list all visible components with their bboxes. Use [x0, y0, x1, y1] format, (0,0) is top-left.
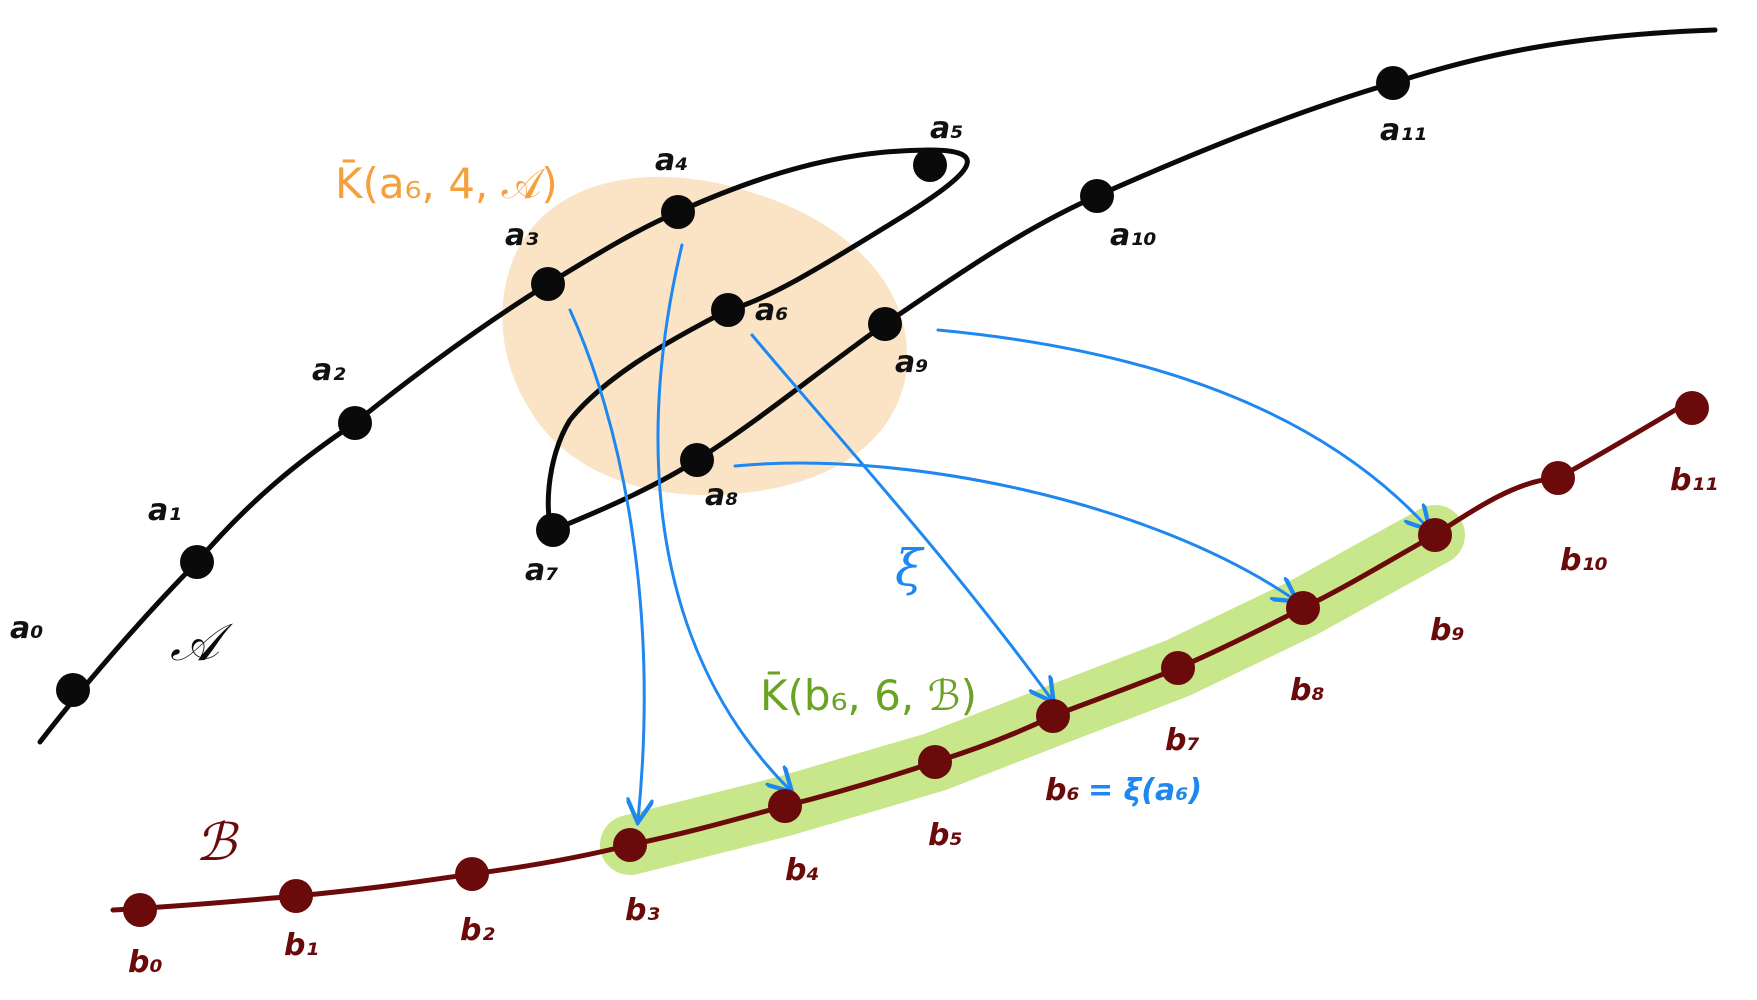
- point-a-11: [1376, 66, 1410, 100]
- point-b-11: [1675, 391, 1709, 425]
- point-b-8: [1286, 591, 1320, 625]
- label-b-0: b₀: [128, 945, 163, 980]
- point-a-6: [711, 293, 745, 327]
- label-b-10: b₁₀: [1560, 543, 1608, 578]
- point-a-0: [56, 673, 90, 707]
- label-a-10: a₁₀: [1110, 218, 1157, 253]
- point-b-10: [1541, 461, 1575, 495]
- point-a-8: [680, 443, 714, 477]
- point-a-7: [536, 513, 570, 547]
- curve-b-labels: b₀ b₁ b₂ b₃ b₄ b₅ b₆ b₇ b₈ b₉ b₁₀ b₁₁: [128, 463, 1718, 980]
- label-a-1: a₁: [148, 493, 181, 528]
- curve-b: [110, 397, 1695, 913]
- label-b-9: b₉: [1430, 613, 1465, 648]
- label-b-8: b₈: [1290, 673, 1325, 708]
- label-a-3: a₃: [505, 218, 538, 253]
- point-a-1: [180, 545, 214, 579]
- point-b-0: [123, 893, 157, 927]
- label-a-4: a₄: [655, 143, 688, 178]
- point-a-2: [338, 406, 372, 440]
- curve-a-name: 𝒜: [170, 613, 234, 673]
- region-a-label: K̄(a₆, 4, 𝒜): [335, 157, 558, 208]
- region-b-label: K̄(b₆, 6, ℬ): [760, 669, 977, 720]
- label-b-11: b₁₁: [1670, 463, 1718, 498]
- label-a-8: a₈: [705, 478, 738, 513]
- region-a-blob: [502, 176, 908, 496]
- label-a-6: a₆: [755, 293, 788, 328]
- point-b-1: [279, 879, 313, 913]
- curve-b-points: [123, 391, 1709, 927]
- map-arrow-a₄-b₄: [656, 243, 790, 790]
- map-arrow-a₆-b₆: [750, 333, 1052, 700]
- point-b-2: [455, 857, 489, 891]
- label-a-2: a₂: [312, 353, 345, 388]
- point-b-7: [1161, 651, 1195, 685]
- label-b-2: b₂: [460, 913, 495, 948]
- label-a-11: a₁₁: [1380, 113, 1427, 148]
- label-a-7: a₇: [525, 553, 558, 588]
- label-b-1: b₁: [284, 928, 319, 963]
- point-b-6: [1036, 699, 1070, 733]
- point-a-10: [1080, 179, 1114, 213]
- label-a-9: a₉: [895, 345, 928, 380]
- label-b-5: b₅: [928, 818, 963, 853]
- label-a-0: a₀: [10, 611, 43, 646]
- map-arrow-a₃-b₃: [568, 308, 644, 820]
- label-b-6: b₆: [1045, 773, 1080, 808]
- curve-a-labels: a₀ a₁ a₂ a₃ a₄ a₅ a₆ a₇ a₈ a₉ a₁₀ a₁₁: [10, 111, 1427, 646]
- point-b-5: [918, 745, 952, 779]
- label-b-3: b₃: [625, 893, 660, 928]
- point-a-3: [531, 267, 565, 301]
- point-b-9: [1418, 518, 1452, 552]
- label-b-4: b₄: [785, 853, 820, 888]
- map-arrow-a₈-b₈: [733, 461, 1295, 600]
- curve-a-points: [56, 66, 1410, 707]
- label-b-7: b₇: [1165, 723, 1200, 758]
- map-equation: = ξ(a₆): [1088, 773, 1202, 808]
- point-a-9: [868, 307, 902, 341]
- point-b-4: [768, 789, 802, 823]
- point-b-3: [613, 828, 647, 862]
- map-arrow-a₉-b₉: [936, 328, 1428, 528]
- point-a-5: [913, 148, 947, 182]
- map-name: ξ: [895, 539, 925, 597]
- curve-b-name: ℬ: [195, 813, 239, 873]
- point-a-4: [661, 195, 695, 229]
- label-a-5: a₅: [930, 111, 963, 146]
- map-arrows: [568, 243, 1428, 820]
